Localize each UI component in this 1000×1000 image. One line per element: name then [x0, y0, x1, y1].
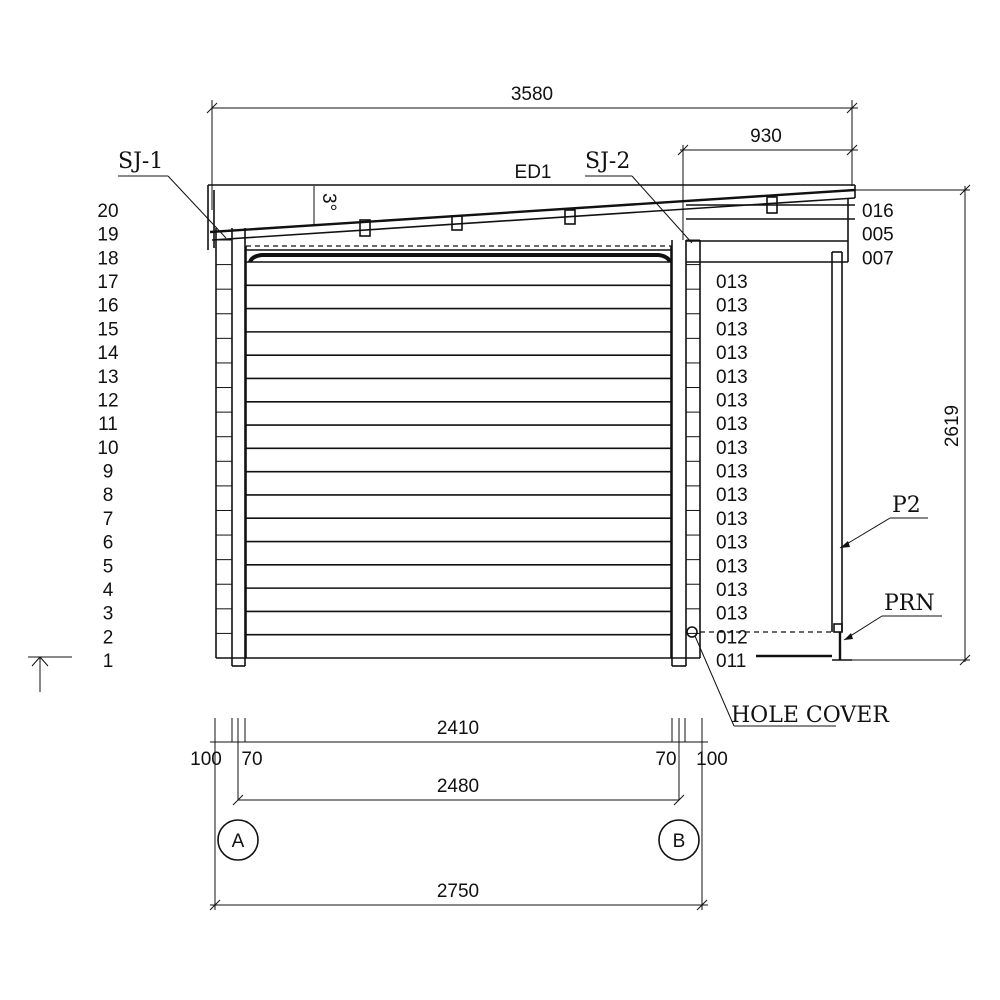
- purlin: [359, 219, 371, 237]
- row-number: 14: [97, 343, 119, 364]
- row-number: 16: [97, 296, 118, 317]
- row-number: 2: [103, 627, 114, 648]
- purlin: [564, 209, 576, 225]
- sj1-label: SJ-1: [118, 149, 163, 174]
- row-number: 10: [97, 438, 118, 459]
- dimension-left-100-label: 100: [190, 749, 222, 770]
- row-number: 13: [97, 367, 118, 388]
- row-number: 7: [103, 509, 114, 530]
- part-code: 013: [716, 438, 748, 459]
- row-number: 15: [97, 319, 118, 340]
- row-number: 3: [103, 604, 114, 625]
- part-code: 012: [716, 627, 748, 648]
- part-codes: 0160050070130130130130130130130130130130…: [716, 201, 894, 672]
- axis-b-label: B: [673, 831, 686, 852]
- purlin: [451, 215, 463, 231]
- row-number: 6: [103, 533, 114, 554]
- row-number: 19: [97, 225, 118, 246]
- dimension-overall-width: 3580: [206, 84, 858, 210]
- row-number: 8: [103, 485, 114, 506]
- wall-logs: [246, 261, 672, 659]
- bottom-dimensions: 2410 100 70 70 100 2480 A B 2750: [190, 718, 728, 911]
- part-code: 013: [716, 272, 748, 293]
- axis-b-bubble: [658, 819, 700, 861]
- part-code: 013: [716, 343, 748, 364]
- part-code: 013: [716, 296, 748, 317]
- dimension-2750-label: 2750: [437, 881, 479, 902]
- dimension-2410-label: 2410: [437, 718, 479, 739]
- dimension-height: 2619: [852, 184, 971, 666]
- dimension-right-100-label: 100: [696, 749, 728, 770]
- row-number: 1: [103, 651, 114, 672]
- dimension-930-label: 930: [750, 126, 782, 147]
- roof-angle-label: 3°: [318, 193, 339, 211]
- p2-label: P2: [892, 493, 921, 518]
- row-number: 5: [103, 556, 114, 577]
- part-code: 013: [716, 533, 748, 554]
- canopy: [686, 198, 855, 661]
- right-wall: [670, 239, 701, 667]
- roof: 3° ED1: [207, 162, 856, 250]
- part-code: 013: [716, 414, 748, 435]
- part-code: 013: [716, 462, 748, 483]
- dimension-canopy-width: 930: [677, 126, 858, 240]
- part-code: 016: [862, 201, 894, 222]
- part-code: 013: [716, 509, 748, 530]
- row-number: 12: [97, 390, 118, 411]
- row-number: 20: [97, 201, 118, 222]
- hole-cover-label: HOLE COVER: [731, 703, 890, 728]
- part-code: 005: [862, 225, 894, 246]
- sj2-label: SJ-2: [585, 149, 630, 174]
- dimension-2480-label: 2480: [437, 776, 479, 797]
- row-number: 11: [98, 414, 118, 435]
- part-code: 013: [716, 556, 748, 577]
- part-code: 013: [716, 390, 748, 411]
- row-number: 9: [103, 462, 114, 483]
- floor-level-arrow-icon: [28, 656, 72, 692]
- row-number: 4: [103, 580, 114, 601]
- axis-a-label: A: [232, 831, 245, 852]
- part-code: 013: [716, 319, 748, 340]
- part-code: 013: [716, 604, 748, 625]
- part-code: 011: [716, 651, 746, 672]
- row-number: 17: [97, 272, 118, 293]
- dimension-2619-label: 2619: [942, 405, 963, 447]
- axis-a-bubble: [217, 819, 259, 861]
- left-wall: [215, 228, 247, 667]
- prn-label: PRN: [884, 591, 935, 616]
- dimension-right-70-label: 70: [655, 749, 676, 770]
- part-code: 013: [716, 485, 748, 506]
- ed1-label: ED1: [515, 162, 552, 183]
- row-number: 18: [97, 248, 118, 269]
- dimension-3580-label: 3580: [511, 84, 553, 105]
- part-code: 013: [716, 367, 748, 388]
- dimension-left-70-label: 70: [241, 749, 262, 770]
- part-code: 007: [862, 248, 894, 269]
- hole-cover: [686, 626, 698, 638]
- part-code: 013: [716, 580, 748, 601]
